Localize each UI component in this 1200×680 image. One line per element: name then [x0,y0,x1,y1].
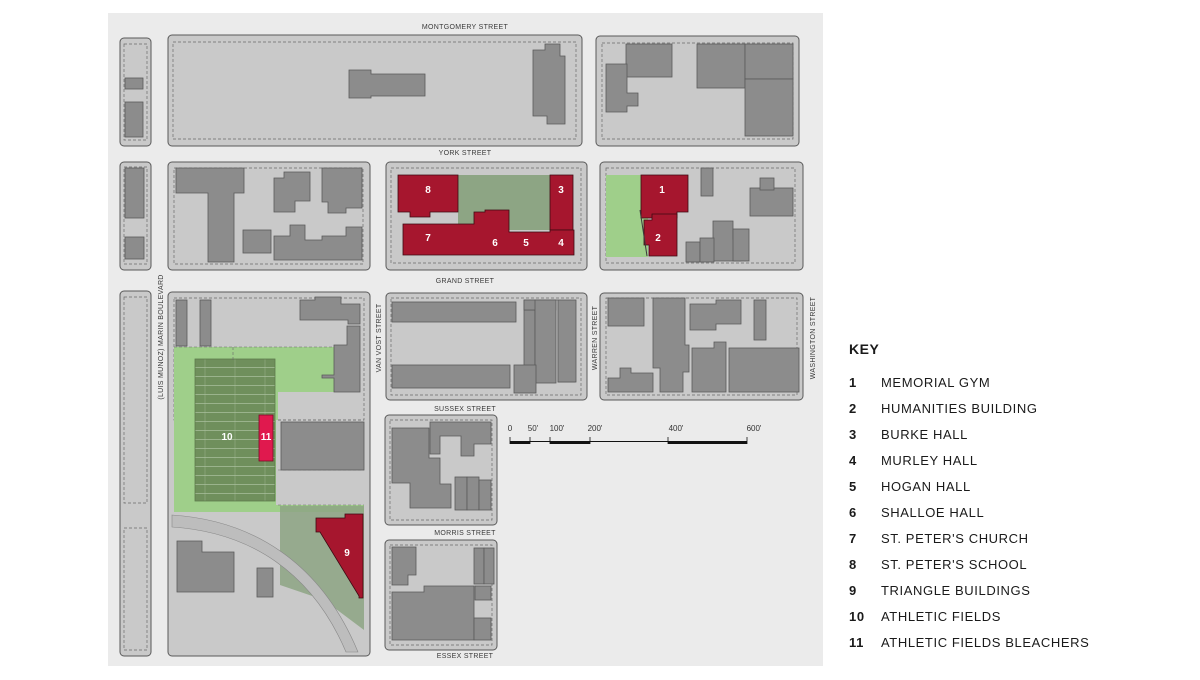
building-3-burke-hall [549,174,574,231]
map-key: KEY 1 MEMORIAL GYM 2 HUMANITIES BUILDING… [849,341,1179,655]
key-item-label: HOGAN HALL [881,478,971,494]
key-item-number: 10 [849,608,865,624]
street-label-morris: MORRIS STREET [434,530,496,537]
key-item-number: 3 [849,426,857,442]
key-item: 3 BURKE HALL [849,421,1179,447]
street-label-sussex: SUSSEX STREET [434,406,496,413]
key-item-label: BURKE HALL [881,426,968,442]
key-item: 10 ATHLETIC FIELDS [849,603,1179,629]
scale-label-100: 100' [550,424,565,433]
university-buildings [315,174,689,599]
curved-road [171,514,359,653]
key-item: 6 SHALLOE HALL [849,499,1179,525]
key-item: 11 ATHLETIC FIELDS BLEACHERS [849,629,1179,655]
scale-label-0: 0 [508,424,513,433]
street-label-york: YORK STREET [439,150,492,157]
map-label-6: 6 [492,238,498,249]
map-label-8: 8 [425,185,431,196]
key-item-number: 5 [849,478,857,494]
neighborhood-buildings [124,43,800,641]
map-label-10: 10 [221,432,233,443]
key-item: 2 HUMANITIES BUILDING [849,395,1179,421]
key-item-number: 7 [849,530,857,546]
street-label-marin: (LUIS MUNOZ) MARIN BOULEVARD [158,274,165,399]
key-item: 5 HOGAN HALL [849,473,1179,499]
key-item-label: TRIANGLE BUILDINGS [881,582,1031,598]
street-label-essex: ESSEX STREET [437,653,494,660]
map-label-9: 9 [344,548,350,559]
key-item-label: ATHLETIC FIELDS [881,608,1002,624]
building-11-bleachers [258,414,274,462]
scale-label-600: 600' [747,424,762,433]
building-7-to-4-complex [402,209,575,256]
key-item-number: 4 [849,452,857,468]
key-item: 7 ST. PETER'S CHURCH [849,525,1179,551]
key-item-number: 8 [849,556,857,572]
key-item-label: HUMANITIES BUILDING [881,400,1038,416]
key-item-number: 2 [849,400,857,416]
block-marin-3 [119,290,152,657]
street-label-van-vorst: VAN VOST STREET [376,303,383,372]
key-item-label: ST. PETER'S CHURCH [881,530,1029,546]
building-9-triangle [315,513,364,599]
map-label-4: 4 [558,238,564,249]
key-item: 4 MURLEY HALL [849,447,1179,473]
street-label-montgomery: MONTGOMERY STREET [422,24,509,31]
scale-label-200: 200' [588,424,603,433]
key-item-number: 1 [849,374,857,390]
street-labels: MONTGOMERY STREET YORK STREET GRAND STRE… [158,24,817,660]
key-item-number: 9 [849,582,857,598]
key-item-label: ATHLETIC FIELDS BLEACHERS [881,634,1090,650]
parcel-lines [123,41,798,651]
key-item: 1 MEMORIAL GYM [849,369,1179,395]
building-numbers: 1 2 3 4 5 6 7 8 9 10 11 [221,185,665,559]
street-label-warren: WARREN STREET [592,305,599,370]
map-label-5: 5 [523,238,529,249]
key-item-label: ST. PETER'S SCHOOL [881,556,1028,572]
gym-footpath [639,209,648,257]
key-item-label: MURLEY HALL [881,452,978,468]
scale-label-400: 400' [669,424,684,433]
key-item-number: 6 [849,504,857,520]
key-item-label: SHALLOE HALL [881,504,985,520]
building-8-st-peters-school [397,174,459,218]
map-label-7: 7 [425,233,431,244]
map-label-3: 3 [558,185,564,196]
street-label-washington: WASHINGTON STREET [810,296,817,379]
map-label-2: 2 [655,233,661,244]
street-label-grand: GRAND STREET [436,278,495,285]
key-item-label: MEMORIAL GYM [881,374,991,390]
map-label-1: 1 [659,185,665,196]
scale-bar: 0 50' 100' 200' 400' 600' [508,424,762,444]
scale-label-50: 50' [528,424,539,433]
map-label-11: 11 [261,432,272,443]
key-item: 8 ST. PETER'S SCHOOL [849,551,1179,577]
key-item: 9 TRIANGLE BUILDINGS [849,577,1179,603]
key-title: KEY [849,341,880,357]
key-item-number: 11 [849,634,864,650]
